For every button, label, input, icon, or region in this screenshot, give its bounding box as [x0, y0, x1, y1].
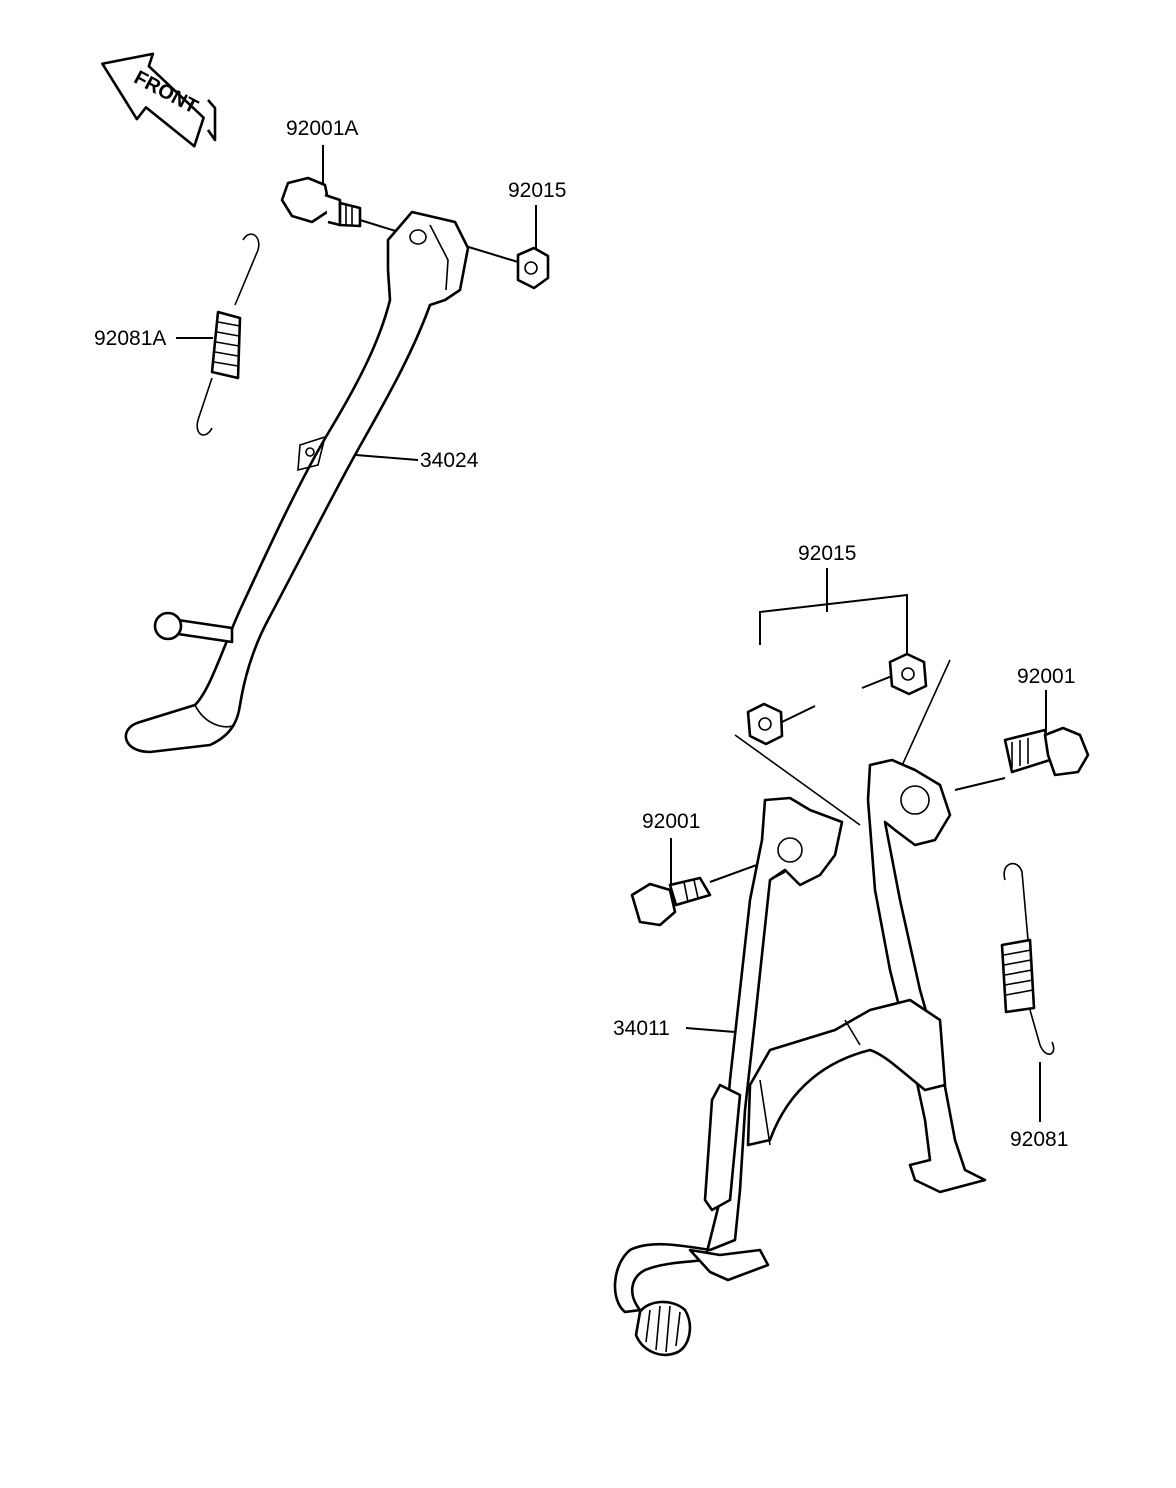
label-spring-center: 92081	[1010, 1128, 1068, 1151]
label-nut-side: 92015	[508, 179, 566, 202]
front-arrow-icon: FRONT	[101, 52, 217, 148]
side-stand-bolt	[280, 176, 362, 228]
label-side-stand: 34024	[420, 449, 479, 472]
label-center-stand: 34011	[613, 1017, 670, 1040]
side-stand-nut	[516, 246, 550, 290]
side-stand	[124, 210, 470, 754]
side-stand-spring	[196, 233, 260, 436]
leader-center-stand	[685, 1027, 736, 1033]
label-bolt-center-left: 92001	[642, 810, 700, 833]
label-bolt-center-right: 92001	[1017, 665, 1075, 688]
center-stand-bolt-right	[1003, 726, 1090, 777]
center-stand-nut-right	[888, 652, 928, 696]
leader-side-stand	[355, 454, 419, 461]
label-nuts-center: 92015	[798, 542, 856, 565]
leader-nut-axis	[461, 244, 519, 263]
leader-nut-axis-right	[861, 675, 893, 689]
center-stand	[613, 758, 987, 1357]
center-nut-bracket	[734, 568, 951, 826]
label-bolt-side: 92001A	[286, 117, 358, 140]
center-stand-nut-left	[746, 702, 784, 746]
leader-nut-axis-left	[781, 705, 816, 723]
center-stand-bolt-left	[630, 876, 712, 927]
center-stand-spring	[1000, 862, 1055, 1055]
leader-bolt-axis-right	[954, 777, 1006, 791]
label-spring-side: 92081A	[94, 327, 166, 350]
